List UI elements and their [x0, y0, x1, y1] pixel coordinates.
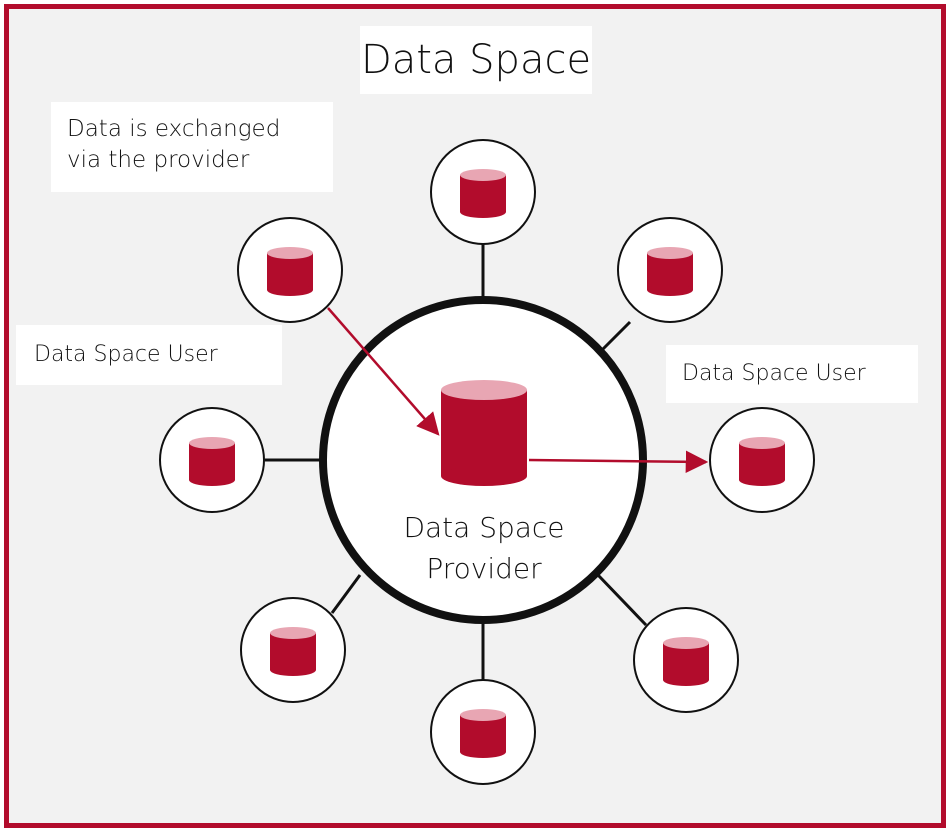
arrow-out-of-provider [528, 450, 709, 474]
exchange-note-line-1: Data is exchanged [67, 116, 281, 142]
arrow-into-provider [327, 307, 440, 436]
database-icon [270, 627, 316, 676]
provider-label-line-1: Data Space [403, 511, 565, 544]
provider-database-icon [441, 380, 527, 486]
database-icon [739, 437, 785, 486]
user-node-top-right [617, 217, 723, 323]
user-node-top [430, 139, 536, 245]
provider-label: Data Space Provider [398, 508, 570, 589]
user-label-left: Data Space User [16, 325, 282, 385]
exchange-note: Data is exchanged via the provider [51, 102, 333, 192]
connector-lines [265, 244, 648, 690]
connector-top-right [600, 320, 632, 352]
exchange-note-line-2: via the provider [67, 147, 250, 174]
user-node-right [709, 407, 815, 513]
user-node-bottom [430, 679, 536, 785]
database-icon [647, 247, 693, 296]
user-node-top-left [237, 217, 343, 323]
database-icon [663, 637, 709, 686]
connector-bottom-left [330, 574, 362, 614]
user-node-bottom-left [240, 597, 346, 703]
user-node-left [159, 407, 265, 513]
user-node-bottom-right [633, 607, 739, 713]
connector-bottom-right [596, 573, 648, 627]
provider-label-line-2: Provider [426, 551, 542, 585]
diagram-title: Data Space [360, 26, 592, 94]
database-icon [267, 247, 313, 296]
database-icon [460, 169, 506, 218]
database-icon [460, 709, 506, 758]
user-label-right: Data Space User [666, 345, 918, 403]
database-icon [189, 437, 235, 486]
